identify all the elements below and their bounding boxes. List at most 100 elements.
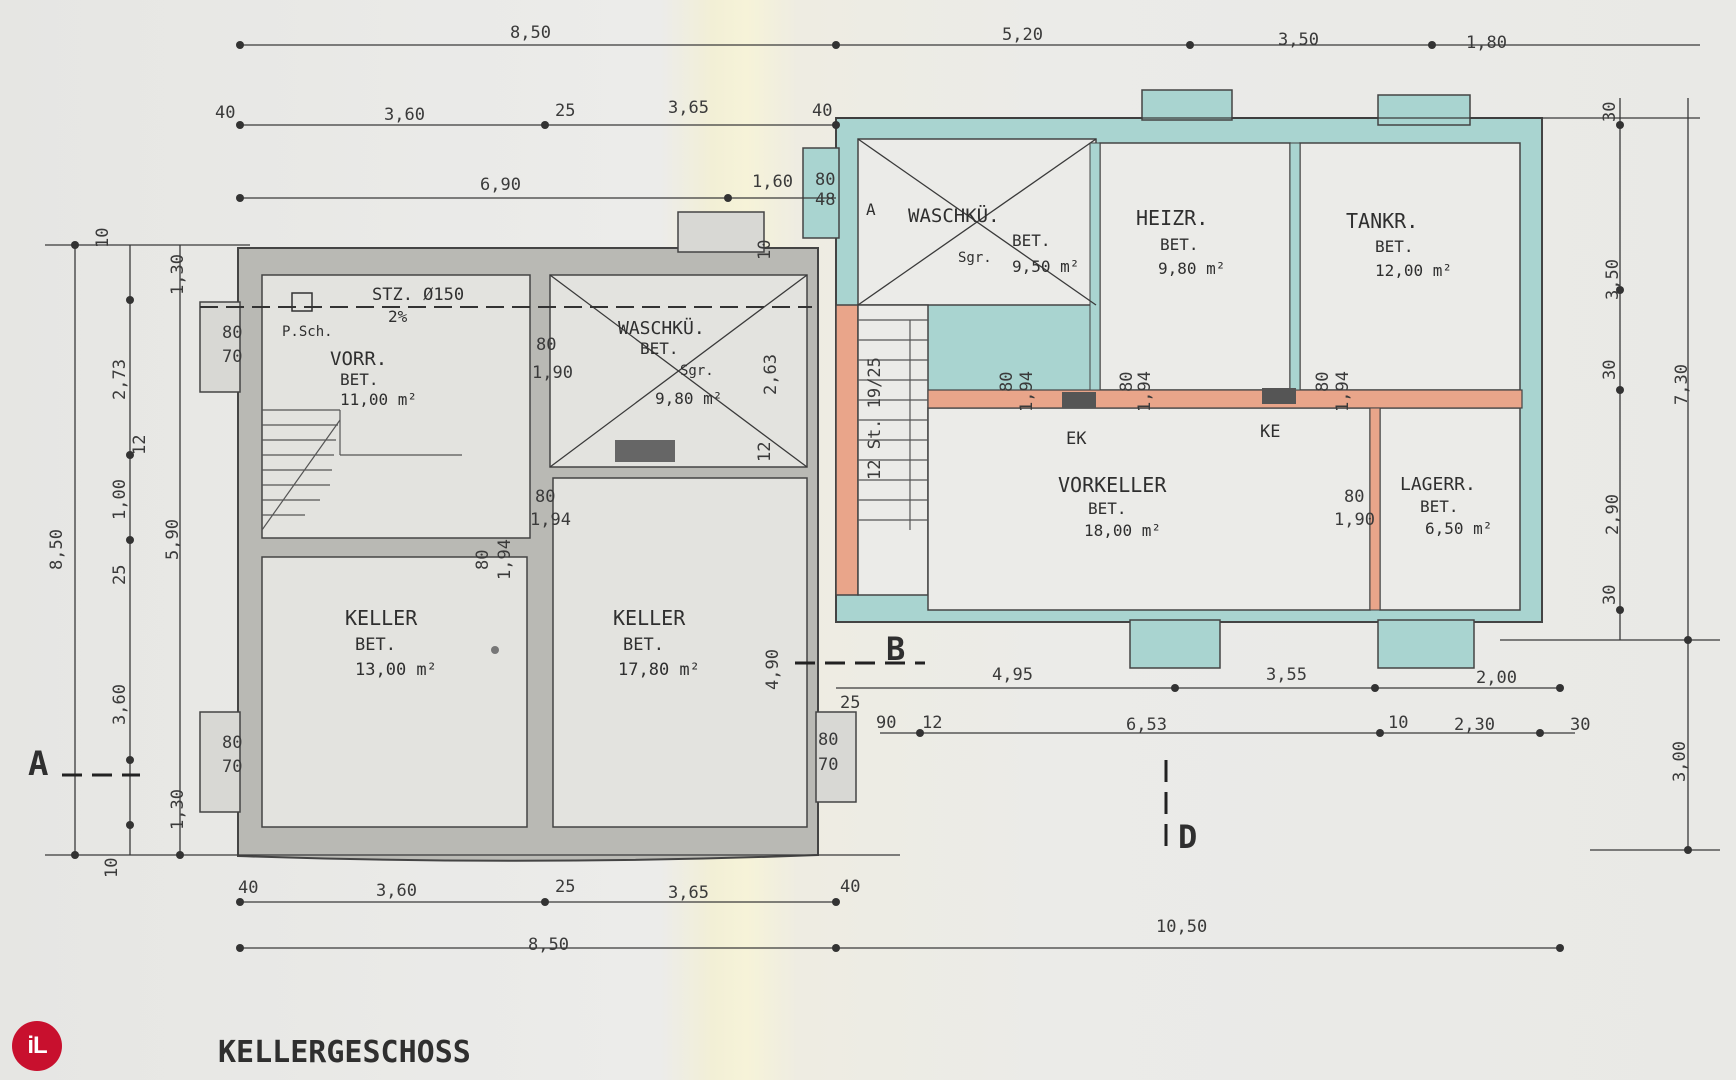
label-wasch1-note: Sgr. bbox=[680, 363, 714, 379]
note-pct: 2% bbox=[388, 307, 408, 326]
label-vork-name: VORKELLER bbox=[1058, 473, 1167, 497]
dim-left-8-50: 8,50 bbox=[47, 529, 67, 570]
dim-inner-80c: 80 bbox=[473, 550, 493, 570]
dim-r3-1-60: 1,60 bbox=[752, 172, 793, 192]
room-labels: VORR. BET. 11,00 m² WASCHKÜ. BET. Sgr. 9… bbox=[330, 204, 1492, 680]
dim-r-2-00: 2,00 bbox=[1476, 668, 1517, 688]
annotations: STZ. Ø150 2% P.Sch. EK KE A B D A bbox=[28, 200, 1280, 856]
dim-inner-1-94b: 1,94 bbox=[495, 539, 515, 580]
dim-r-30: 30 bbox=[1570, 715, 1590, 735]
label-lager-sub: BET. bbox=[1420, 497, 1459, 516]
note-ek: EK bbox=[1066, 429, 1087, 449]
section-b-label: B bbox=[886, 630, 905, 668]
label-vork-area: 18,00 m² bbox=[1084, 521, 1161, 540]
dim-left-2-73: 2,73 bbox=[110, 359, 130, 400]
dim-left-1-00: 1,00 bbox=[110, 479, 130, 520]
dim-r2-3-60: 3,60 bbox=[384, 105, 425, 125]
dim-r3-6-90: 6,90 bbox=[480, 175, 521, 195]
label-vorr-name: VORR. bbox=[330, 348, 387, 370]
dim-top-8-50: 8,50 bbox=[510, 23, 551, 43]
left-building bbox=[199, 211, 857, 862]
room-keller-right bbox=[552, 477, 808, 828]
label-heiz-name: HEIZR. bbox=[1136, 206, 1208, 230]
dim-bot-40: 40 bbox=[238, 878, 258, 898]
label-keller2-name: KELLER bbox=[613, 606, 686, 630]
dim-r-90: 90 bbox=[876, 713, 896, 733]
label-vork-sub: BET. bbox=[1088, 499, 1127, 518]
dim-win-48: 48 bbox=[815, 190, 835, 210]
dim-inner-2-63: 2,63 bbox=[761, 354, 781, 395]
dim-rn-1-94c: 1,94 bbox=[1333, 371, 1353, 412]
note-ke: KE bbox=[1260, 422, 1280, 442]
label-keller1-sub: BET. bbox=[355, 635, 396, 655]
window-left-upper bbox=[199, 301, 241, 393]
label-lager-area: 6,50 m² bbox=[1425, 519, 1492, 538]
label-vorr-area: 11,00 m² bbox=[340, 390, 417, 409]
right-building bbox=[802, 89, 1543, 669]
dim-top-1-80: 1,80 bbox=[1466, 33, 1507, 53]
label-tank-name: TANKR. bbox=[1346, 209, 1418, 233]
window-bottom-right bbox=[1377, 619, 1475, 669]
label-lager-name: LAGERR. bbox=[1400, 474, 1476, 495]
orange-wall-west bbox=[835, 304, 859, 596]
window-west-wasch bbox=[802, 147, 840, 239]
dim-rn-80: 80 bbox=[997, 372, 1017, 392]
label-tank-area: 12,00 m² bbox=[1375, 261, 1452, 280]
dim-r-3-55: 3,55 bbox=[1266, 665, 1307, 685]
dim-rn-1-94b: 1,94 bbox=[1135, 371, 1155, 412]
dimension-lines bbox=[45, 44, 1720, 949]
room-vorraum bbox=[261, 274, 531, 539]
label-wasch2-area: 9,50 m² bbox=[1012, 257, 1079, 276]
label-tank-sub: BET. bbox=[1375, 237, 1414, 256]
label-wasch1-sub: BET. bbox=[640, 339, 679, 358]
label-keller1-name: KELLER bbox=[345, 606, 418, 630]
pump-sump-box bbox=[291, 292, 313, 312]
dim-stair: 12 St. 19/25 bbox=[865, 357, 885, 480]
label-wasch2-name: WASCHKÜ. bbox=[908, 204, 1000, 227]
dim-r-10: 10 bbox=[1388, 713, 1408, 733]
label-wasch2-sub: BET. bbox=[1012, 231, 1051, 250]
room-heizraum bbox=[1099, 142, 1291, 391]
dim-win-70c: 70 bbox=[818, 755, 838, 775]
dim-inner-10: 10 bbox=[755, 240, 775, 260]
orange-wall-lager bbox=[1369, 407, 1381, 611]
dimension-dots bbox=[71, 41, 1692, 952]
logo-text: iL bbox=[27, 1032, 47, 1059]
label-keller1-area: 13,00 m² bbox=[355, 660, 437, 680]
stairs-left bbox=[261, 409, 462, 531]
dim-r2-3-65: 3,65 bbox=[668, 98, 709, 118]
dim-bot-3-65: 3,65 bbox=[668, 883, 709, 903]
dim-top-5-20: 5,20 bbox=[1002, 25, 1043, 45]
dim-win-70a: 70 bbox=[222, 347, 242, 367]
window-top-left-building bbox=[677, 211, 765, 253]
label-wasch2-note: Sgr. bbox=[958, 250, 992, 266]
note-stz: STZ. Ø150 bbox=[372, 285, 464, 305]
stair-area-right bbox=[857, 304, 929, 596]
dim-rs-7-30: 7,30 bbox=[1672, 364, 1692, 405]
dim-win-80a: 80 bbox=[222, 323, 242, 343]
dim-left-25: 25 bbox=[110, 565, 130, 585]
dim-left-3-60: 3,60 bbox=[110, 684, 130, 725]
chimney-ek bbox=[1062, 392, 1096, 408]
dim-inner-80b: 80 bbox=[535, 487, 555, 507]
dim-rn-80d: 80 bbox=[1344, 487, 1364, 507]
window-bottom-middle bbox=[1129, 619, 1221, 669]
dim-inner-1-94: 1,94 bbox=[530, 510, 571, 530]
dim-rn-1-90: 1,90 bbox=[1334, 510, 1375, 530]
room-lagerraum bbox=[1379, 407, 1521, 611]
dim-rs-3-00: 3,00 bbox=[1670, 741, 1690, 782]
dim-left-10: 10 bbox=[93, 228, 113, 248]
dim-rs-3-50: 3,50 bbox=[1603, 259, 1623, 300]
dim-left-10b: 10 bbox=[102, 858, 122, 878]
dim-rs-30: 30 bbox=[1600, 102, 1620, 122]
section-a-label: A bbox=[28, 744, 48, 784]
dim-inner-1-90: 1,90 bbox=[532, 363, 573, 383]
dim-win-80b: 80 bbox=[222, 733, 242, 753]
dim-inner-12: 12 bbox=[755, 442, 775, 462]
dim-rs-2-90: 2,90 bbox=[1603, 494, 1623, 535]
window-right-lower bbox=[815, 711, 857, 803]
dim-r-2-30: 2,30 bbox=[1454, 715, 1495, 735]
floor-drain-dot bbox=[491, 646, 499, 654]
dim-rs-30b: 30 bbox=[1600, 360, 1620, 380]
